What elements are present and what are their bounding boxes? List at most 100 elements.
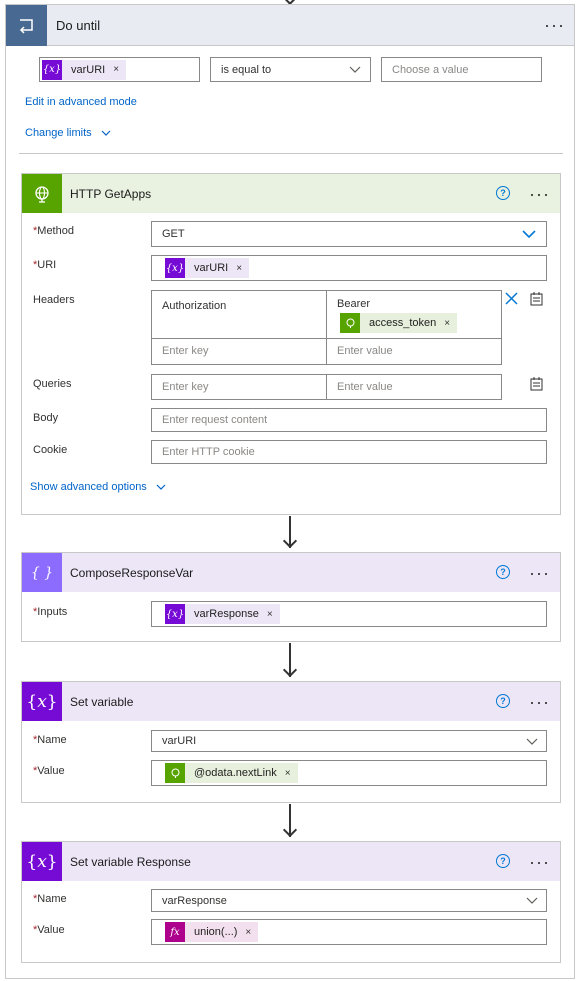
set-variable-header[interactable]: {x} Set variable ? ··· bbox=[22, 682, 560, 721]
variable-icon: {x} bbox=[42, 59, 62, 80]
switch-to-text-mode-icon[interactable] bbox=[530, 377, 543, 394]
condition-operator-value: is equal to bbox=[221, 63, 272, 76]
set-variable-card: {x} Set variable ? ··· *Name varURI *Val… bbox=[21, 681, 561, 803]
body-label: Body bbox=[33, 412, 59, 424]
cookie-label: Cookie bbox=[33, 444, 68, 456]
remove-token-icon[interactable]: × bbox=[236, 262, 243, 274]
name-select[interactable]: varURI bbox=[151, 730, 547, 752]
http-globe-icon bbox=[22, 174, 62, 213]
show-advanced-options-label: Show advanced options bbox=[30, 481, 147, 493]
query-key-input[interactable]: Enter key bbox=[151, 374, 327, 400]
value-token[interactable]: fx union(...) × bbox=[165, 922, 259, 942]
uri-field[interactable]: {x} varURI × bbox=[151, 255, 547, 281]
help-icon[interactable]: ? bbox=[496, 565, 510, 579]
required-marker: * bbox=[33, 765, 38, 777]
header-value-cell[interactable]: Bearer access_token × bbox=[326, 290, 502, 339]
edit-advanced-mode-link[interactable]: Edit in advanced mode bbox=[25, 96, 137, 108]
chevron-down-icon bbox=[526, 897, 538, 904]
compose-icon: { } bbox=[22, 553, 62, 592]
required-marker: * bbox=[33, 734, 38, 746]
variable-icon: {x} bbox=[165, 258, 185, 278]
body-placeholder: Enter request content bbox=[162, 414, 268, 426]
change-limits-label: Change limits bbox=[25, 127, 92, 139]
inputs-label-text: Inputs bbox=[37, 606, 68, 618]
remove-token-icon[interactable]: × bbox=[245, 926, 252, 938]
compose-card-header[interactable]: { } ComposeResponseVar ? ··· bbox=[22, 553, 560, 592]
condition-right-field[interactable]: Choose a value bbox=[381, 57, 542, 82]
http-card-header[interactable]: HTTP GetApps ? ··· bbox=[22, 174, 560, 213]
inputs-field[interactable]: {x} varResponse × bbox=[151, 601, 547, 627]
value-token[interactable]: @odata.nextLink × bbox=[165, 763, 298, 783]
do-until-header[interactable]: Do until ··· bbox=[5, 4, 575, 46]
set-variable-response-header[interactable]: {x} Set variable Response ? ··· bbox=[22, 842, 560, 881]
more-options-icon[interactable]: ··· bbox=[529, 692, 550, 712]
condition-left-field[interactable]: {x} varURI × bbox=[39, 57, 200, 82]
name-label-text: Name bbox=[37, 734, 67, 746]
method-select[interactable]: GET bbox=[151, 221, 547, 247]
condition-left-token[interactable]: {x} varURI × bbox=[42, 59, 127, 80]
header-value-text: Bearer bbox=[337, 298, 371, 310]
delete-header-icon[interactable] bbox=[505, 292, 518, 308]
loop-icon bbox=[6, 5, 47, 46]
more-options-icon[interactable]: ··· bbox=[529, 184, 550, 204]
condition-operator-select[interactable]: is equal to bbox=[210, 57, 371, 82]
do-until-more-icon[interactable]: ··· bbox=[544, 15, 565, 35]
variable-icon: {x} bbox=[165, 604, 185, 624]
method-value: GET bbox=[162, 228, 185, 240]
value-label: *Value bbox=[33, 765, 65, 777]
cookie-input[interactable]: Enter HTTP cookie bbox=[151, 440, 547, 464]
help-icon[interactable]: ? bbox=[496, 186, 510, 200]
inputs-label: *Inputs bbox=[33, 606, 67, 618]
uri-label: *URI bbox=[33, 259, 56, 271]
remove-token-icon[interactable]: × bbox=[444, 317, 451, 329]
name-select[interactable]: varResponse bbox=[151, 889, 547, 912]
remove-token-icon[interactable]: × bbox=[113, 64, 120, 75]
chevron-down-icon bbox=[526, 738, 538, 745]
connector-line bbox=[289, 643, 291, 677]
query-key-placeholder: Enter key bbox=[162, 381, 209, 393]
show-advanced-options-link[interactable]: Show advanced options bbox=[30, 481, 166, 493]
name-value: varURI bbox=[162, 735, 197, 747]
access-token-label: access_token bbox=[369, 317, 437, 329]
uri-token-label: varURI bbox=[194, 262, 229, 274]
query-value-input[interactable]: Enter value bbox=[326, 374, 502, 400]
required-marker: * bbox=[33, 225, 38, 237]
help-icon[interactable]: ? bbox=[496, 854, 510, 868]
uri-token[interactable]: {x} varURI × bbox=[165, 258, 250, 278]
header-key-placeholder: Enter key bbox=[162, 345, 209, 357]
value-field[interactable]: @odata.nextLink × bbox=[151, 760, 547, 786]
header-key-cell[interactable]: Authorization bbox=[151, 290, 327, 339]
help-icon[interactable]: ? bbox=[496, 694, 510, 708]
inputs-token[interactable]: {x} varResponse × bbox=[165, 604, 280, 624]
method-label: *Method bbox=[33, 225, 74, 237]
value-label-text: Value bbox=[37, 924, 65, 936]
header-value-placeholder: Enter value bbox=[337, 345, 393, 357]
body-input[interactable]: Enter request content bbox=[151, 408, 547, 432]
value-token-label: @odata.nextLink bbox=[194, 767, 277, 779]
more-options-icon[interactable]: ··· bbox=[529, 563, 550, 583]
condition-right-placeholder: Choose a value bbox=[392, 63, 469, 76]
access-token-token[interactable]: access_token × bbox=[340, 313, 458, 333]
uri-label-text: URI bbox=[37, 259, 57, 271]
required-marker: * bbox=[33, 259, 38, 271]
set-variable-response-title: Set variable Response bbox=[70, 854, 191, 869]
remove-token-icon[interactable]: × bbox=[284, 767, 291, 779]
name-label: *Name bbox=[33, 893, 67, 905]
chevron-down-icon bbox=[101, 130, 111, 136]
value-token-label: union(...) bbox=[194, 926, 238, 938]
value-field[interactable]: fx union(...) × bbox=[151, 919, 547, 945]
switch-to-text-mode-icon[interactable] bbox=[530, 292, 543, 309]
name-value: varResponse bbox=[162, 894, 227, 907]
header-value-input[interactable]: Enter value bbox=[326, 338, 502, 365]
chevron-down-icon bbox=[522, 230, 536, 239]
remove-token-icon[interactable]: × bbox=[266, 608, 273, 620]
variable-icon: {x} bbox=[22, 682, 62, 721]
required-marker: * bbox=[33, 893, 38, 905]
queries-label: Queries bbox=[33, 378, 72, 390]
change-limits-link[interactable]: Change limits bbox=[25, 127, 111, 139]
expression-icon: fx bbox=[165, 922, 185, 942]
chevron-down-icon bbox=[349, 66, 361, 73]
compose-card-title: ComposeResponseVar bbox=[70, 565, 194, 580]
more-options-icon[interactable]: ··· bbox=[529, 852, 550, 872]
header-key-input[interactable]: Enter key bbox=[151, 338, 327, 365]
